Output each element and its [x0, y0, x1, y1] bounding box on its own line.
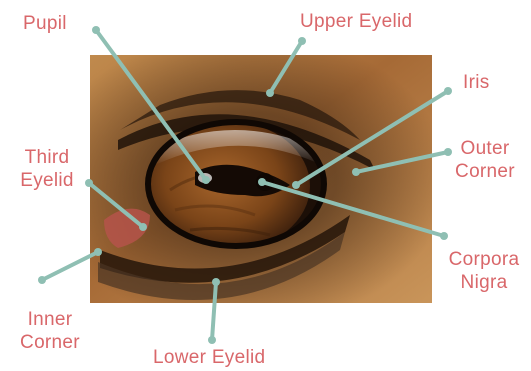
- outer-corner-label-line2: Corner: [450, 160, 520, 183]
- outer-corner-label: Outer Corner: [450, 137, 520, 183]
- corpora-nigra-label: Corpora Nigra: [440, 248, 528, 294]
- third-eyelid-label-line1: Third: [10, 146, 84, 169]
- outer-corner-label-line1: Outer: [450, 137, 520, 160]
- inner-corner-label-line2: Corner: [12, 331, 88, 354]
- iris-label: Iris: [463, 71, 490, 94]
- pupil-label-text: Pupil: [23, 12, 67, 35]
- inner-corner-label: Inner Corner: [12, 308, 88, 354]
- third-eyelid-label-line2: Eyelid: [10, 169, 84, 192]
- third-eyelid-label: Third Eyelid: [10, 146, 84, 192]
- pupil-label: Pupil: [23, 12, 67, 35]
- inner-corner-label-line1: Inner: [12, 308, 88, 331]
- lower-eyelid-label-text: Lower Eyelid: [153, 346, 265, 369]
- corpora-nigra-label-line2: Nigra: [440, 271, 528, 294]
- corpora-nigra-label-line1: Corpora: [440, 248, 528, 271]
- iris-label-text: Iris: [463, 71, 490, 94]
- upper-eyelid-label: Upper Eyelid: [300, 10, 412, 33]
- lower-eyelid-label: Lower Eyelid: [153, 346, 265, 369]
- upper-eyelid-label-text: Upper Eyelid: [300, 10, 412, 33]
